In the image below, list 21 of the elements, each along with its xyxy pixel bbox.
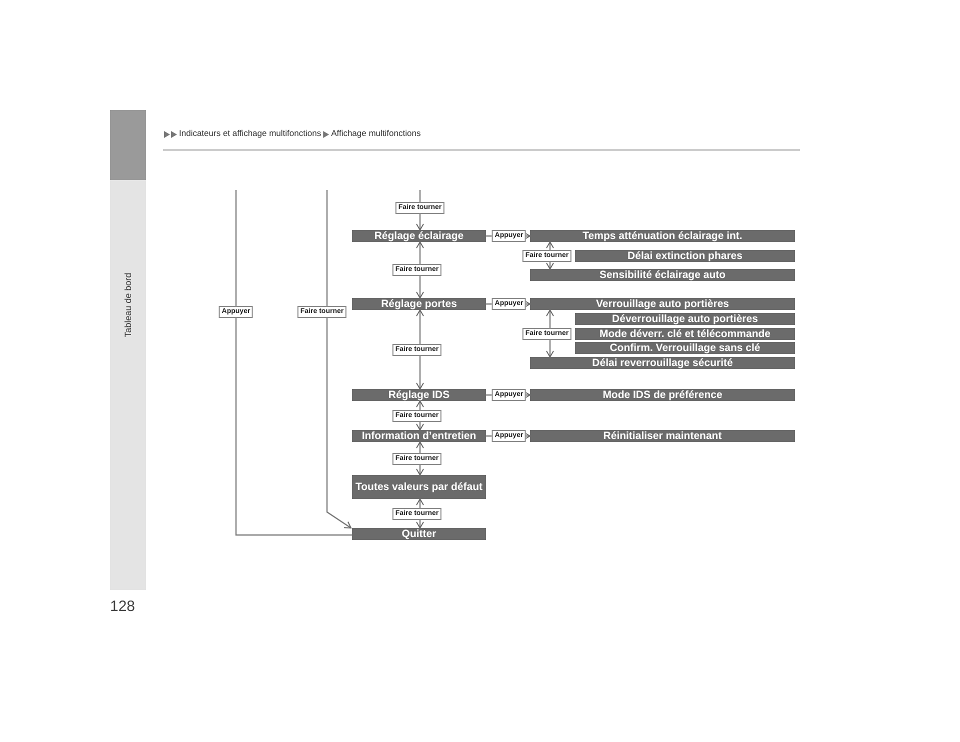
page-number: 128 — [110, 598, 136, 615]
menu-item-bar: Délai reverrouillage sécurité — [530, 357, 795, 369]
menu-item-bar: Verrouillage auto portières — [530, 298, 795, 310]
menu-item-bar: Réglage portes — [352, 298, 486, 310]
menu-item-bar: Réglage IDS — [352, 389, 486, 401]
menu-item-bar: Sensibilité éclairage auto — [530, 269, 795, 281]
menu-item-bar: Déverrouillage auto portières — [575, 313, 795, 325]
menu-item-bar: Mode déverr. clé et télécommande — [575, 328, 795, 340]
section-tab-text: Tableau de bord — [123, 272, 133, 340]
menu-item-bar: Toutes valeurs par défaut — [352, 475, 486, 499]
menu-item-bar: Réinitialiser maintenant — [530, 430, 795, 442]
breadcrumb-text: Affichage multifonctions — [331, 128, 421, 138]
menu-item-bar: Temps atténuation éclairage int. — [530, 230, 795, 242]
arrow — [326, 190, 352, 528]
breadcrumb-text: Indicateurs et affichage multifonctions — [179, 128, 322, 138]
menu-item-bar: Confirm. Verrouillage sans clé — [575, 342, 795, 354]
menu-item-bar: Réglage éclairage — [352, 230, 486, 242]
menu-item-bar: Délai extinction phares — [575, 250, 795, 262]
menu-item-bar: Information d’entretien — [352, 430, 486, 442]
menu-item-bar: Mode IDS de préférence — [530, 389, 795, 401]
menu-item-bar: Quitter — [352, 528, 486, 540]
